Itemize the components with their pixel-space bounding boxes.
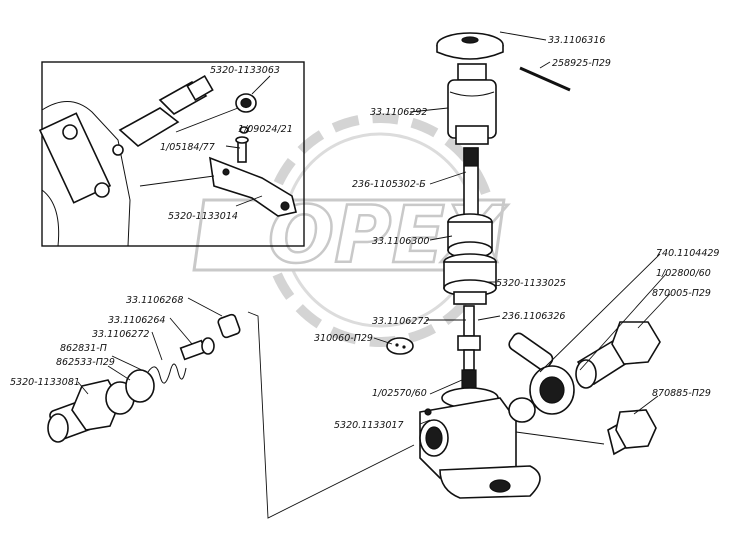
small-disc [386,337,414,355]
callout-label: 5320.1133017 [334,420,404,431]
callout-label: 1/02800/60 [656,268,711,279]
callout-label: 870885-П29 [652,388,711,399]
callout-label: 258925-П29 [552,58,611,69]
inset-panel [38,61,305,247]
callout-label: 33.1106272 [92,329,149,340]
callout-label: 862533-П29 [56,357,115,368]
callout-label: 236.1106326 [502,311,565,322]
callout-label: 1/09024/21 [238,124,293,135]
spring-part [147,363,187,384]
callout-label: 862831-П [60,343,107,354]
main-housing [419,387,541,499]
banjo-fitting [508,332,575,423]
callout-label: 870005-П29 [652,288,711,299]
callout-label: 5320-1133063 [210,65,280,76]
plug-bolt [607,409,657,456]
callout-label: 33.1106264 [108,315,165,326]
left-bushing [217,313,241,339]
left-small-bolt [179,337,215,361]
watermark-logo: OPEX [192,113,510,347]
callout-label: 310060-П29 [314,333,373,344]
pin-part [519,66,571,92]
banjo-bolt [575,321,661,389]
lower-stem [457,305,481,389]
callout-label: 33.1106292 [370,107,427,118]
callout-label: 1/02570/60 [372,388,427,399]
callout-label: 33.1106272 [372,316,429,327]
callout-label: 740.1104429 [656,248,719,259]
valve-middle-assembly [443,213,497,305]
callout-label: 33.1106268 [126,295,183,306]
piston-rod [463,147,479,219]
callout-label: 33.1106316 [548,35,605,46]
left-fitting [47,369,155,443]
callout-label: 5320-1133081 [10,377,80,388]
callout-label: 5320-1133025 [496,278,566,289]
callout-label: 33.1106300 [372,236,429,247]
leader-lines [77,31,671,445]
callout-label: 5320-1133014 [168,211,238,222]
cylinder-body [447,63,497,145]
callout-label: 1/05184/77 [160,142,215,153]
assembly-line [247,311,415,519]
callout-label: 236-1105302-Б [352,179,426,190]
top-cap [436,32,504,60]
callout-labels: 33.1106316 258925-П29 33.1106292 236-110… [10,35,719,431]
